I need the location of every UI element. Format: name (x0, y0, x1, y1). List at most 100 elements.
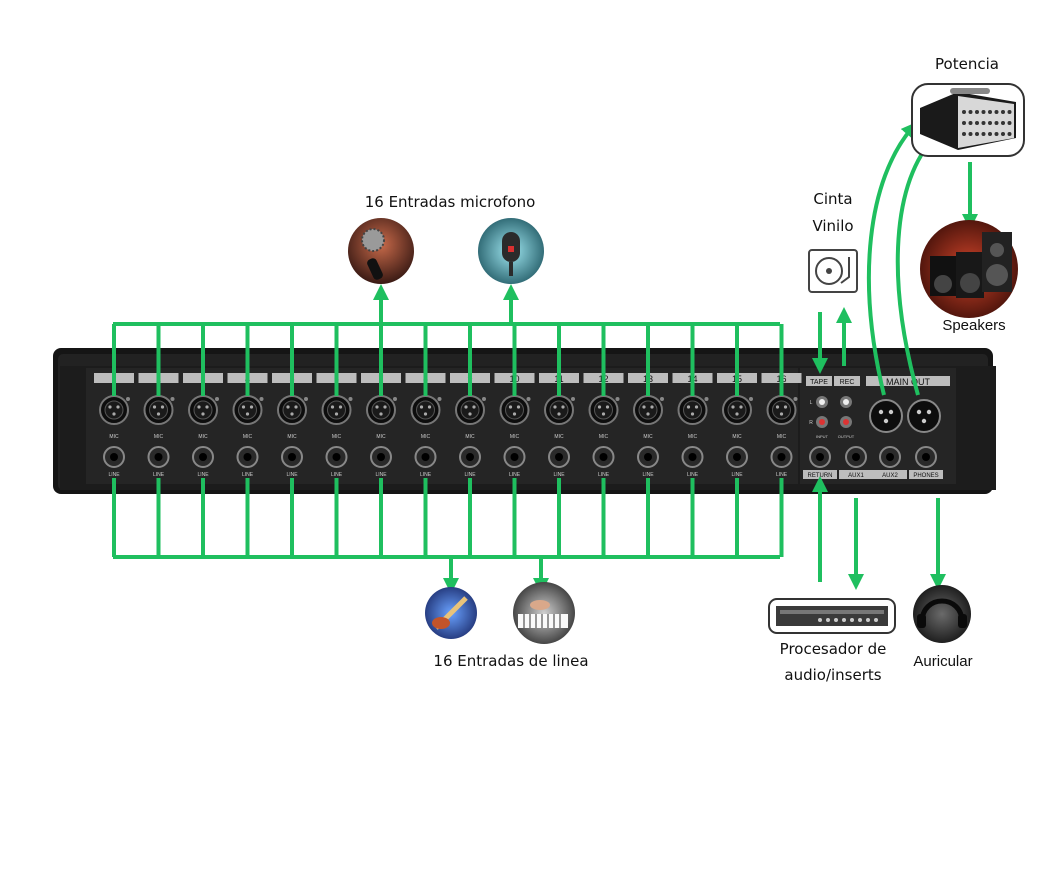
rca-jack[interactable] (840, 416, 852, 428)
line-input-jack[interactable] (236, 446, 259, 468)
guitar-photo-icon (425, 587, 477, 639)
line-label: LINE (553, 472, 565, 478)
l-label: L (810, 400, 813, 406)
mic-label: MIC (510, 434, 520, 440)
keyboard-photo-icon (513, 582, 575, 644)
xlr-mic-jack[interactable] (722, 395, 752, 425)
mic-label: MIC (777, 434, 787, 440)
mixer-panel: 1MICLINE2MICLINE3MICLINE4MICLINE5MICLINE… (53, 348, 996, 494)
rca-jack[interactable] (816, 396, 828, 408)
line-label: LINE (687, 472, 699, 478)
line-inputs-label: 16 Entradas de linea (433, 652, 588, 670)
xlr-mic-jack[interactable] (588, 395, 619, 425)
line-input-jack[interactable] (414, 446, 437, 468)
xlr-mic-jack[interactable] (143, 395, 174, 425)
line-input-jack[interactable] (770, 446, 793, 468)
line-label: LINE (242, 472, 254, 478)
line-input-jack[interactable] (103, 446, 125, 468)
mic-label: MIC (109, 434, 119, 440)
processor-rack-icon (768, 598, 896, 634)
mic-label: MIC (643, 434, 653, 440)
procesador-label-line2: audio/inserts (784, 666, 881, 684)
line-input-jack[interactable] (325, 446, 348, 468)
xlr-mic-jack[interactable] (188, 395, 218, 425)
xlr-mic-jack[interactable] (677, 395, 708, 425)
main-out-label: MAIN OUT (886, 377, 931, 387)
headphones-photo-icon (913, 585, 971, 643)
mic-label: MIC (154, 434, 164, 440)
output-label: OUTPUT (838, 434, 855, 439)
xlr-mic-jack[interactable] (366, 395, 396, 425)
auricular-label: Auricular (913, 653, 972, 670)
line-label: LINE (731, 472, 743, 478)
xlr-mic-jack[interactable] (99, 395, 129, 425)
turntable-icon (808, 249, 858, 293)
line-input-jack[interactable] (592, 446, 615, 468)
aux1-jack[interactable] (845, 446, 867, 468)
line-input-jack[interactable] (548, 446, 570, 468)
line-label: LINE (776, 472, 788, 478)
return-label: RETURN (808, 473, 833, 479)
line-input-jack[interactable] (503, 446, 526, 468)
connector-lines (112, 121, 978, 594)
mic-label: MIC (688, 434, 698, 440)
line-input-jack[interactable] (147, 446, 170, 468)
main-out-xlr-jack[interactable] (869, 399, 903, 433)
line-input-jack[interactable] (281, 446, 303, 468)
xlr-mic-jack[interactable] (766, 395, 797, 425)
cinta-label: Cinta (813, 190, 852, 208)
speakers-label: Speakers (942, 317, 1005, 334)
aux2-jack[interactable] (879, 446, 901, 468)
line-label: LINE (598, 472, 610, 478)
potencia-label: Potencia (935, 55, 999, 73)
xlr-mic-jack[interactable] (410, 395, 441, 425)
line-input-jack[interactable] (637, 446, 659, 468)
mic-label: MIC (332, 434, 342, 440)
line-input-jack[interactable] (681, 446, 704, 468)
microphone-photo-icon (348, 218, 414, 284)
phones-jack[interactable] (915, 446, 937, 468)
mic-label: MIC (198, 434, 208, 440)
studio-mic-photo-icon (478, 218, 544, 284)
line-label: LINE (464, 472, 476, 478)
line-label: LINE (509, 472, 521, 478)
main-out-xlr-jack[interactable] (907, 399, 941, 433)
xlr-mic-jack[interactable] (321, 395, 352, 425)
speakers-photo-icon (920, 220, 1018, 318)
line-input-jack[interactable] (726, 446, 748, 468)
xlr-mic-jack[interactable] (544, 395, 574, 425)
mic-label: MIC (554, 434, 564, 440)
mic-label: MIC (376, 434, 386, 440)
line-label: LINE (642, 472, 654, 478)
xlr-mic-jack[interactable] (633, 395, 663, 425)
line-input-jack[interactable] (370, 446, 392, 468)
xlr-mic-jack[interactable] (277, 395, 307, 425)
mic-label: MIC (421, 434, 431, 440)
tape-label: TAPE (810, 379, 828, 386)
line-input-jack[interactable] (192, 446, 214, 468)
xlr-mic-jack[interactable] (499, 395, 530, 425)
mic-label: MIC (732, 434, 742, 440)
line-label: LINE (420, 472, 432, 478)
mic-inputs-label: 16 Entradas microfono (365, 193, 536, 211)
mic-label: MIC (599, 434, 609, 440)
vinilo-label: Vinilo (812, 217, 853, 235)
aux1-label: AUX1 (848, 473, 864, 479)
rca-jack[interactable] (816, 416, 828, 428)
xlr-mic-jack[interactable] (455, 395, 485, 425)
input-label: INPUT (816, 434, 829, 439)
mic-label: MIC (243, 434, 253, 440)
xlr-mic-jack[interactable] (232, 395, 263, 425)
aux2-label: AUX2 (882, 473, 898, 479)
amplifier-icon (911, 83, 1025, 157)
mic-label: MIC (287, 434, 297, 440)
rca-jack[interactable] (840, 396, 852, 408)
line-label: LINE (108, 472, 120, 478)
line-input-jack[interactable] (459, 446, 481, 468)
line-label: LINE (331, 472, 343, 478)
return-jack[interactable] (809, 446, 831, 468)
